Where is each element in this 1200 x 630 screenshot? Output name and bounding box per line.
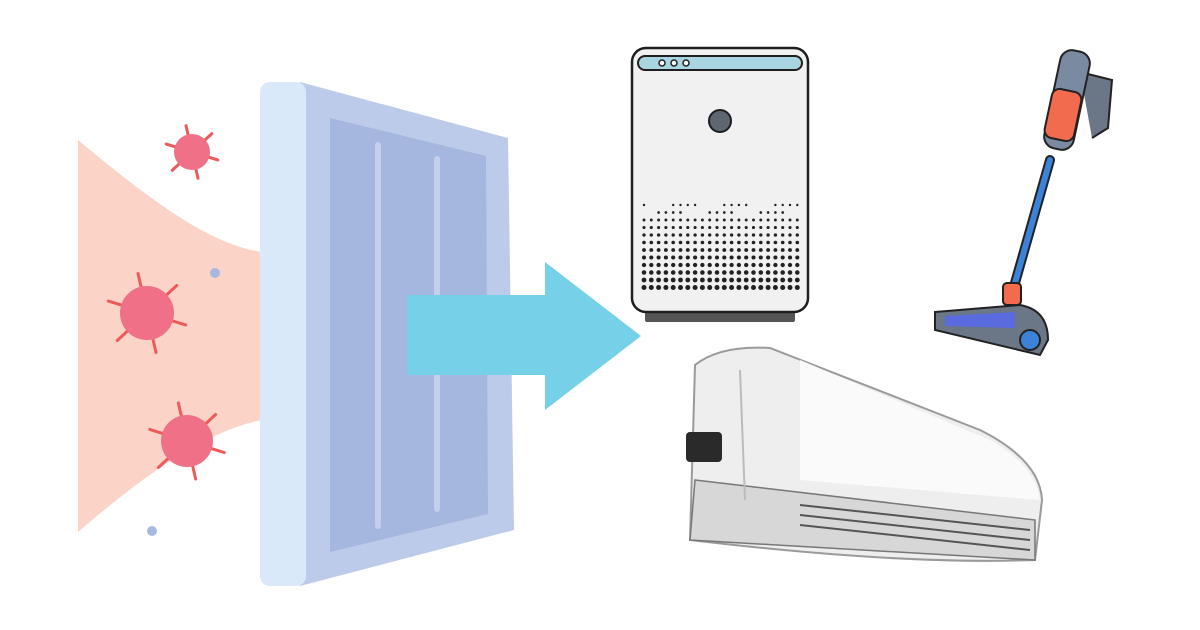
arrow-right-icon <box>407 262 641 410</box>
virus-icon <box>106 272 188 354</box>
virus-icon <box>148 401 226 481</box>
stick-vacuum-icon <box>934 49 1114 357</box>
virus-icon <box>164 124 220 180</box>
dust-particle <box>210 268 220 278</box>
air-conditioner-icon <box>686 346 1044 562</box>
polluted-airflow <box>78 140 262 532</box>
dust-particle <box>147 526 157 536</box>
air-purifier-icon <box>630 46 810 322</box>
